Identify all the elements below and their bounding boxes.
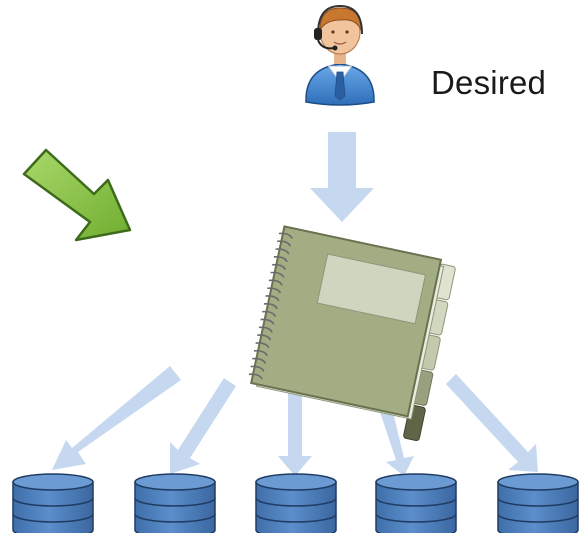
down-flow-arrow bbox=[310, 132, 374, 222]
support-agent-headset-icon bbox=[305, 4, 375, 106]
database-cylinder-icon bbox=[134, 473, 216, 538]
database-cylinder-icon bbox=[375, 473, 457, 538]
spiral-notebook-icon bbox=[248, 225, 456, 442]
fan-out-arrows bbox=[52, 366, 538, 476]
desired-label: Desired bbox=[431, 64, 547, 101]
database-cylinder-icon bbox=[497, 473, 579, 538]
database-cylinder-icon bbox=[255, 473, 337, 538]
green-pointer-arrow-icon bbox=[22, 148, 132, 242]
database-cylinder-icon bbox=[12, 473, 94, 538]
